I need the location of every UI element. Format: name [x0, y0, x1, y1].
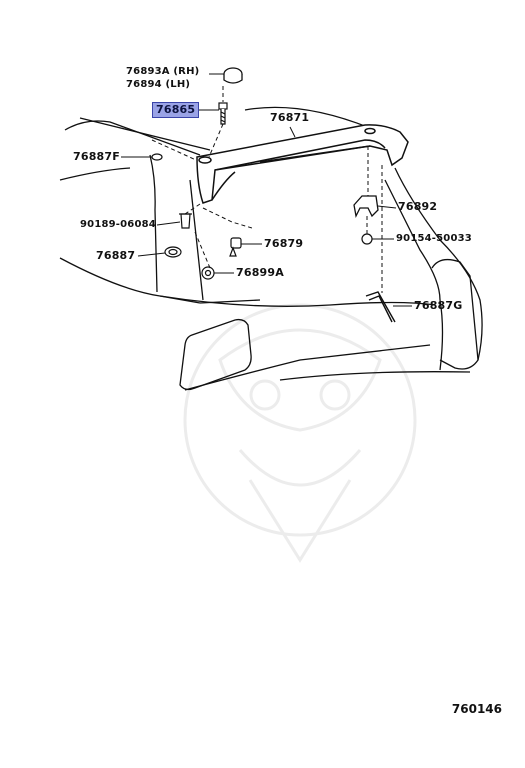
- samurai-watermark: [183, 303, 417, 563]
- label-76893a: 76893A (RH): [126, 66, 200, 77]
- label-76865-highlighted[interactable]: 76865: [152, 102, 200, 118]
- diagram-reference-number: 760146: [451, 702, 502, 716]
- hose-76887g-icon: [365, 291, 396, 323]
- nut-76899a-icon: [201, 266, 215, 280]
- rear-spoiler-76871: [196, 124, 409, 204]
- label-90154-50033: 90154-50033: [396, 233, 472, 244]
- label-76879: 76879: [264, 237, 304, 250]
- screw-76865-icon: [218, 102, 228, 125]
- label-76887g: 76887G: [414, 299, 463, 312]
- label-76887f: 76887F: [73, 150, 120, 163]
- vehicle-body-outline: [59, 106, 483, 391]
- bolt-90154-icon: [361, 233, 373, 245]
- clip-90189-icon: [179, 213, 192, 229]
- label-90189-06084: 90189-06084: [80, 219, 156, 230]
- grommet-76887-icon: [164, 246, 182, 258]
- bracket-76892-icon: [353, 195, 379, 219]
- cap-76893a-icon: [223, 67, 243, 84]
- label-76892: 76892: [398, 200, 438, 213]
- label-76899a: 76899A: [236, 266, 284, 279]
- label-76871: 76871: [270, 111, 310, 124]
- assembly-guide-lines: [151, 86, 383, 293]
- label-76894: 76894 (LH): [126, 79, 191, 90]
- fastener-76879-icon: [229, 237, 242, 257]
- grommet-76887f-icon: [151, 153, 163, 161]
- leader-lines: [121, 73, 412, 307]
- label-76887: 76887: [96, 249, 136, 262]
